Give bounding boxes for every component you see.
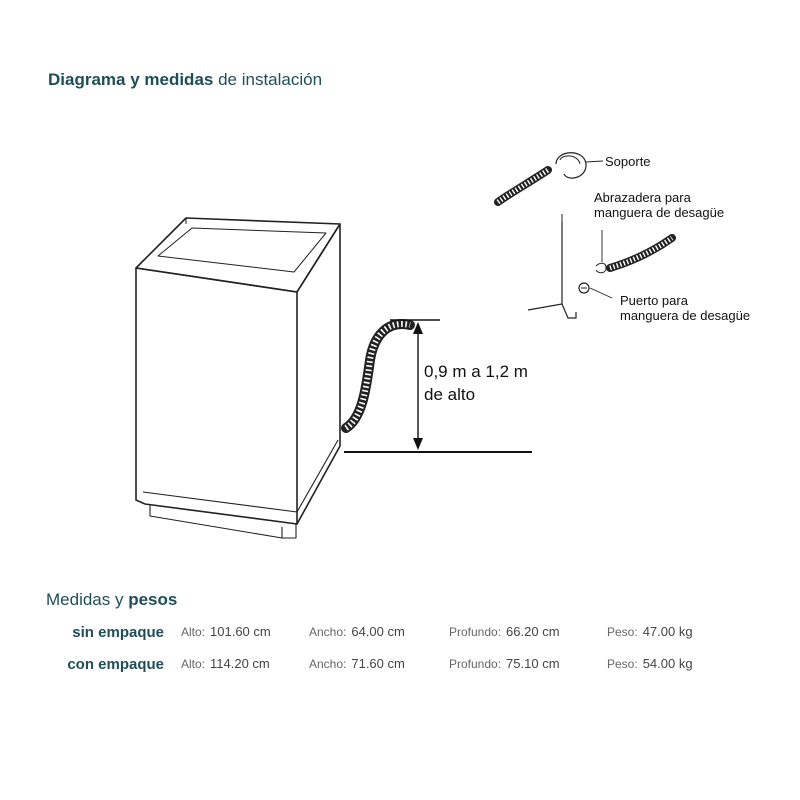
title-bold: Diagrama y medidas <box>48 70 214 89</box>
title-normal: de instalación <box>218 70 323 89</box>
ancho-cell: Ancho:64.00 cm <box>309 624 405 639</box>
height-label-line2: de alto <box>424 385 475 404</box>
peso-cell: Peso:54.00 kg <box>607 656 693 671</box>
profundo-cell: Profundo:66.20 cm <box>449 624 560 639</box>
ancho-cell: Ancho:71.60 cm <box>309 656 405 671</box>
washer-drawing <box>135 217 341 539</box>
callout-abrazadera-line2: manguera de desagüe <box>594 205 724 220</box>
height-label-line1: 0,9 m a 1,2 m <box>424 362 528 381</box>
spec-row-sin-empaque: sin empaque Alto:101.60 cm Ancho:64.00 c… <box>0 624 800 644</box>
specs-title-normal: Medidas y <box>46 590 124 609</box>
row-label: sin empaque <box>72 624 164 641</box>
callout-puerto-line1: Puerto para <box>620 293 689 308</box>
callout-abrazadera-line1: Abrazadera para <box>594 190 692 205</box>
specs-title-bold: pesos <box>128 590 178 609</box>
page-title: Diagrama y medidas de instalación <box>48 70 322 90</box>
height-dimension <box>344 319 532 453</box>
row-label: con empaque <box>67 656 164 673</box>
spec-row-con-empaque: con empaque Alto:114.20 cm Ancho:71.60 c… <box>0 656 800 676</box>
specs-title: Medidas y pesos <box>46 590 177 610</box>
callout-puerto-line2: manguera de desagüe <box>620 308 750 323</box>
callout-soporte: Soporte <box>605 154 651 169</box>
detail-inset-drawing <box>494 152 676 319</box>
drain-hose-drawing <box>341 319 415 433</box>
peso-cell: Peso:47.00 kg <box>607 624 693 639</box>
profundo-cell: Profundo:75.10 cm <box>449 656 560 671</box>
alto-cell: Alto:101.60 cm <box>181 624 271 639</box>
alto-cell: Alto:114.20 cm <box>181 656 270 671</box>
